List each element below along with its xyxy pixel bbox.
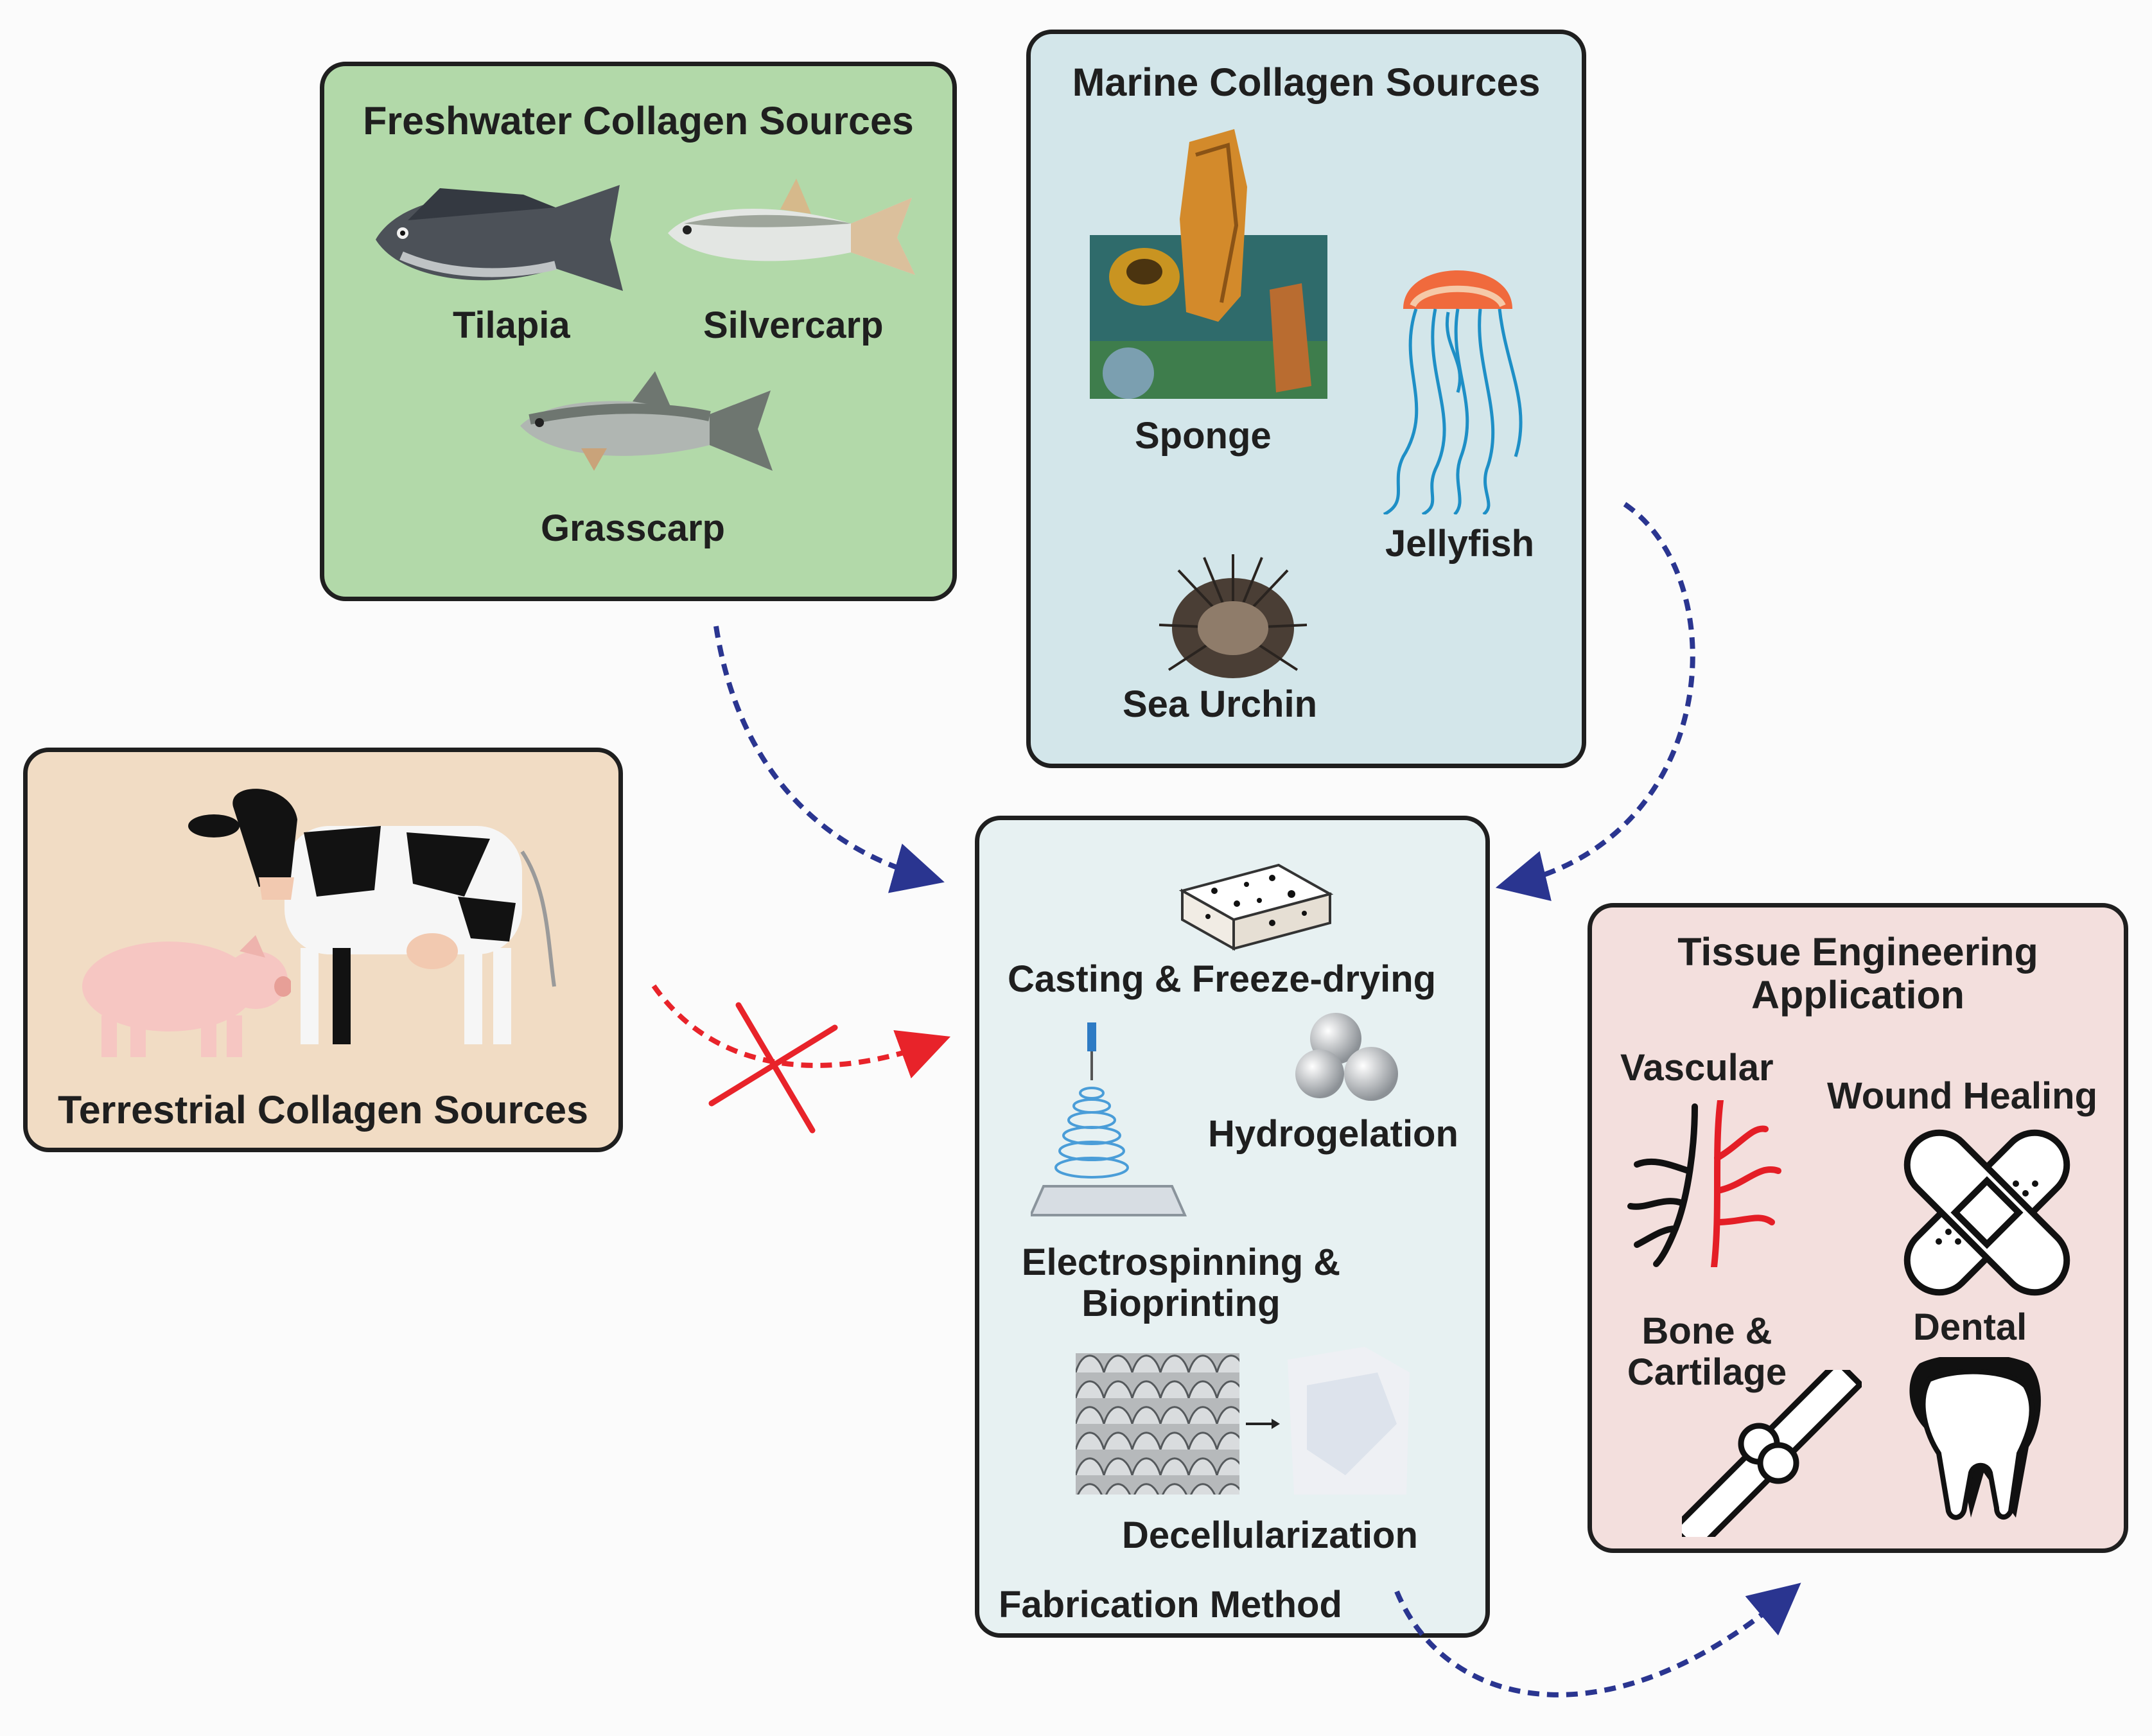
terrestrial-title: Terrestrial Collagen Sources [57,1088,589,1132]
porous-scaffold-icon [1178,863,1334,951]
electrospinning-icon [1031,1022,1187,1216]
dental-label: Dental [1913,1306,2027,1348]
sponge-label: Sponge [1135,415,1272,457]
sea-urchin-label: Sea Urchin [1123,683,1317,725]
tissue-title-line1: Tissue Engineering [1677,930,2038,974]
tilapia-fish-icon [376,185,623,291]
fabrication-title: Fabrication Method [999,1584,1342,1626]
decellularization-tissue-icon [1076,1347,1410,1495]
arrow-terrestrial-to-fabrication [651,984,951,1079]
casting-label: Casting & Freeze-drying [1008,958,1437,1000]
wound-healing-label: Wound Healing [1827,1075,2098,1117]
sea-urchin-icon [1159,554,1308,678]
fabrication-box: Casting & Freeze-drying [975,816,1490,1638]
marine-box: Marine Collagen Sources Sponge J [1026,30,1586,768]
sponge-icon [1090,129,1327,399]
bone-label-line2: Cartilage [1627,1351,1787,1393]
bone-icon [1682,1370,1862,1537]
arrow-fabrication-to-tissue [1394,1583,1801,1697]
cow-icon [188,789,556,1044]
grasscarp-fish-icon [520,371,773,471]
blocked-cross-icon [708,1002,838,1134]
bandage-icon [1903,1129,2070,1296]
bone-cartilage-label: Bone & Cartilage [1601,1311,1813,1393]
grasscarp-label: Grasscarp [541,507,725,549]
freshwater-box: Freshwater Collagen Sources Tilapia Silv… [320,62,957,601]
tissue-title: Tissue Engineering Application [1592,930,2124,1017]
marine-title: Marine Collagen Sources [1072,60,1541,104]
tissue-engineering-box: Tissue Engineering Application Vascular … [1588,903,2128,1553]
electrospinning-label-line2: Bioprinting [1081,1282,1281,1324]
tilapia-label: Tilapia [453,304,570,346]
pig-icon [82,935,291,1057]
silvercarp-label: Silvercarp [703,304,884,346]
hydrogelation-label: Hydrogelation [1208,1113,1458,1155]
tissue-title-line2: Application [1751,973,1965,1017]
arrow-freshwater-to-fabrication [713,626,945,893]
electrospinning-label-line1: Electrospinning & [1021,1241,1341,1283]
vascular-label: Vascular [1620,1047,1774,1089]
jellyfish-label: Jellyfish [1385,523,1535,565]
silvercarp-fish-icon [668,179,915,275]
hydrogel-spheres-icon [1295,1013,1398,1101]
freshwater-title: Freshwater Collagen Sources [363,99,914,143]
jellyfish-icon [1383,270,1523,514]
arrow-marine-to-fabrication [1495,502,1695,901]
terrestrial-box: Terrestrial Collagen Sources [23,748,623,1152]
bone-label-line1: Bone & [1641,1310,1772,1352]
tooth-icon [1909,1357,2041,1520]
electrospinning-label: Electrospinning & Bioprinting [988,1242,1374,1324]
decellularization-label: Decellularization [1122,1514,1418,1556]
vascular-icon [1627,1100,1781,1267]
